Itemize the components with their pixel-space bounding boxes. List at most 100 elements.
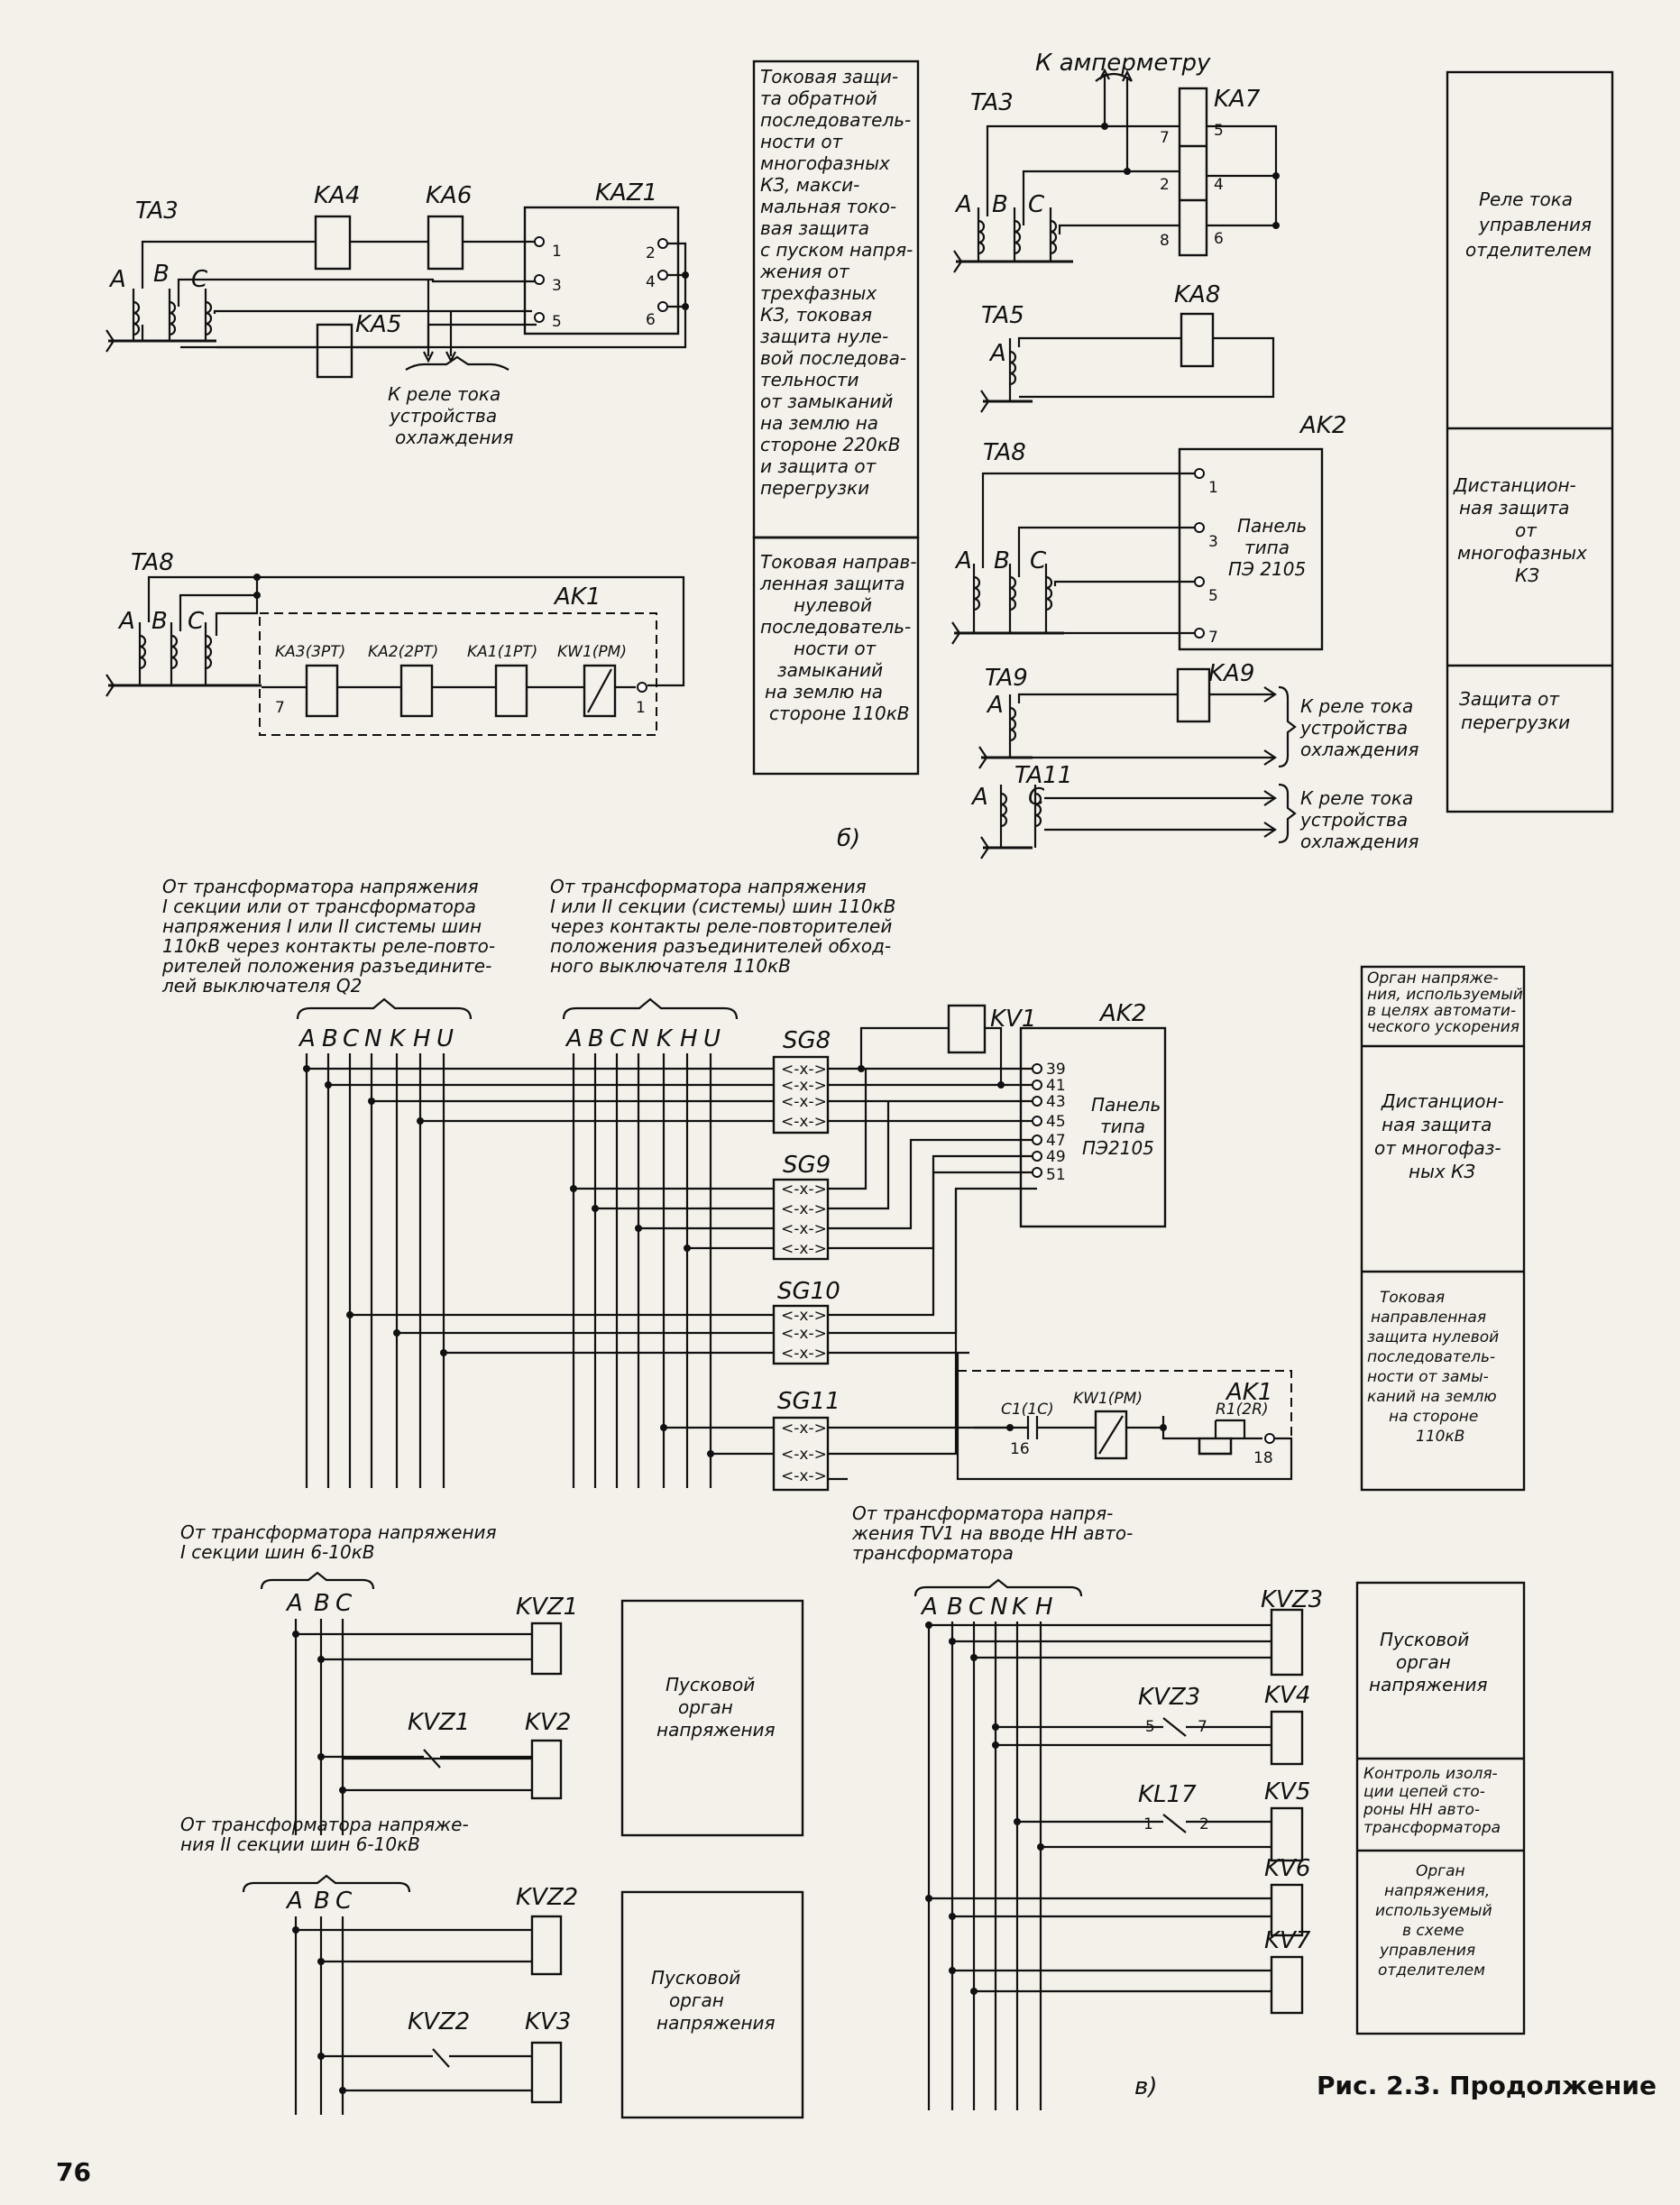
- svg-text:перегрузки: перегрузки: [1461, 712, 1570, 733]
- svg-text:<-x->: <-x->: [781, 1240, 827, 1258]
- tr-note1-line-2: устройства: [1299, 717, 1408, 739]
- label-kaz1: KAZ1: [595, 179, 657, 207]
- ak1-panel-schematic: TA8 A B C AK1 KA3(3PT) KA2(2PT) KA1(1PT)…: [106, 549, 685, 736]
- ka7-pin-4: 4: [1214, 176, 1224, 194]
- top-left-schematic: TA3 A B C KA4 KA6 KA5 KAZ1 1 3 5 2 4: [106, 179, 689, 448]
- label-ta5: TA5: [981, 302, 1024, 329]
- svg-text:орган: орган: [669, 1989, 724, 2011]
- svg-text:тельности: тельности: [760, 369, 858, 390]
- label-phase-a: A: [108, 266, 126, 293]
- svg-text:U: U: [703, 1025, 721, 1052]
- svg-text:U: U: [436, 1025, 454, 1052]
- label-sg10: SG10: [777, 1278, 840, 1305]
- label-kw1-mid: KW1(PM): [1073, 1390, 1143, 1408]
- svg-text:От трансформатора напряжения: От трансформатора напряжения: [550, 876, 867, 897]
- tr-note1-line-1: К реле тока: [1300, 695, 1413, 717]
- svg-text:на землю на: на землю на: [760, 412, 878, 434]
- label-ta8-right: TA8: [983, 439, 1026, 466]
- svg-text:<-x->: <-x->: [781, 1307, 827, 1325]
- ta8r-phase-a: A: [954, 547, 972, 574]
- label-kv7: KV7: [1264, 1927, 1311, 1954]
- function-column-b-left: [752, 60, 920, 776]
- svg-text:в целях автомати-: в целях автомати-: [1367, 1002, 1516, 1020]
- svg-text:управления: управления: [1379, 1942, 1475, 1960]
- svg-text:направленная: направленная: [1371, 1309, 1486, 1327]
- kaz1-pin-6: 6: [646, 311, 656, 329]
- svg-text:мальная токо-: мальная токо-: [760, 196, 896, 217]
- tl-note-line-3: охлаждения: [395, 427, 513, 448]
- svg-text:напряжения,: напряжения,: [1384, 1882, 1490, 1900]
- svg-text:напряжения: напряжения: [656, 1719, 776, 1741]
- svg-text:От трансформатора напряжения: От трансформатора напряжения: [180, 1521, 497, 1543]
- svg-text:ния II секции шин 6-10кВ: ния II секции шин 6-10кВ: [180, 1833, 420, 1855]
- svg-text:K: K: [390, 1025, 407, 1052]
- svg-text:от многофаз-: от многофаз-: [1374, 1137, 1501, 1159]
- svg-text:напряжения: напряжения: [656, 2012, 776, 2034]
- ka7-pin-6: 6: [1214, 230, 1224, 248]
- svg-text:<-x->: <-x->: [781, 1467, 827, 1485]
- svg-text:роны НН авто-: роны НН авто-: [1363, 1801, 1480, 1819]
- label-kv3: KV3: [525, 2008, 571, 2035]
- ak2-mid-pin-43: 43: [1046, 1093, 1066, 1111]
- svg-text:Токовая защи-: Токовая защи-: [760, 66, 898, 87]
- label-ta8-phase-c: C: [188, 608, 205, 635]
- svg-text:K: K: [1012, 1594, 1029, 1621]
- tr-phase-a: A: [954, 191, 972, 218]
- svg-text:Реле тока: Реле тока: [1479, 188, 1573, 210]
- svg-text:Пусковой: Пусковой: [651, 1967, 740, 1989]
- svg-text:A: A: [285, 1590, 303, 1617]
- label-kv5: KV5: [1264, 1778, 1310, 1805]
- svg-text:110кВ через контакты реле-повт: 110кВ через контакты реле-повто-: [162, 935, 495, 957]
- label-ak2-mid: AK2: [1098, 1000, 1146, 1027]
- svg-text:от: от: [1515, 519, 1538, 541]
- ak1-pin-1: 1: [636, 699, 646, 717]
- middle-schematic: От трансформатора напряжения I секции ил…: [161, 876, 1293, 1492]
- ta11-phase-a: A: [970, 784, 988, 811]
- svg-text:<-x->: <-x->: [781, 1200, 827, 1218]
- svg-text:Дистанцион-: Дистанцион-: [1453, 474, 1576, 496]
- tl-note-line-1: К реле тока: [388, 383, 500, 405]
- svg-text:типа: типа: [1100, 1116, 1145, 1137]
- tr-phase-b: B: [992, 191, 1008, 218]
- svg-text:H: H: [1035, 1594, 1053, 1621]
- svg-text:B: B: [588, 1025, 604, 1052]
- kaz1-pin-4: 4: [646, 273, 656, 291]
- function-column-b-right: Реле тока управления отделителем Дистанц…: [1446, 70, 1614, 813]
- label-phase-b: B: [153, 261, 170, 288]
- top-right-schematic: К амперметру TA3 KA7 7 2 8 5 4 6 TA3 A B…: [837, 50, 1418, 859]
- svg-text:напряжения: напряжения: [1369, 1674, 1488, 1695]
- ak2-pin-5: 5: [1208, 587, 1218, 605]
- ak1-mid-pin-16: 16: [1010, 1440, 1030, 1458]
- svg-text:<-x->: <-x->: [781, 1181, 827, 1199]
- label-ta9: TA9: [985, 665, 1028, 692]
- svg-text:C: C: [969, 1594, 986, 1621]
- svg-text:ная защита: ная защита: [1382, 1114, 1492, 1135]
- ta5-phase-a: A: [988, 340, 1006, 367]
- label-kvz1: KVZ1: [516, 1594, 578, 1621]
- kaz1-pin-1: 1: [552, 243, 562, 261]
- ak2-panel-line-1: Панель: [1237, 515, 1307, 537]
- svg-text:на землю на: на землю на: [765, 681, 883, 703]
- svg-text:Панель: Панель: [1091, 1094, 1161, 1116]
- svg-text:1: 1: [1143, 1815, 1153, 1833]
- svg-text:положения разъединителей обход: положения разъединителей обход-: [550, 935, 891, 957]
- label-kvz2: KVZ2: [516, 1884, 578, 1911]
- svg-text:используемый: используемый: [1375, 1902, 1492, 1920]
- svg-text:и защита от: и защита от: [760, 455, 877, 477]
- svg-text:C: C: [610, 1025, 627, 1052]
- svg-text:B: B: [314, 1590, 330, 1617]
- svg-text:N: N: [364, 1025, 381, 1052]
- svg-text:КЗ, токовая: КЗ, токовая: [760, 304, 872, 326]
- label-kvz3: KVZ3: [1261, 1586, 1323, 1613]
- svg-text:I или II секции (системы) шин: I или II секции (системы) шин 110кВ: [550, 896, 895, 917]
- svg-text:От трансформатора напря-: От трансформатора напря-: [852, 1502, 1113, 1524]
- label-ka5: KA5: [355, 311, 401, 338]
- label-ak1-mid: AK1: [1225, 1379, 1272, 1406]
- label-kv6: KV6: [1264, 1855, 1310, 1882]
- ta8r-phase-c: C: [1030, 547, 1047, 574]
- ak2-mid-pin-39: 39: [1046, 1061, 1066, 1079]
- ak2-mid-pin-41: 41: [1046, 1077, 1066, 1095]
- svg-text:N: N: [990, 1594, 1007, 1621]
- ak1-mid-pin-18: 18: [1253, 1449, 1273, 1467]
